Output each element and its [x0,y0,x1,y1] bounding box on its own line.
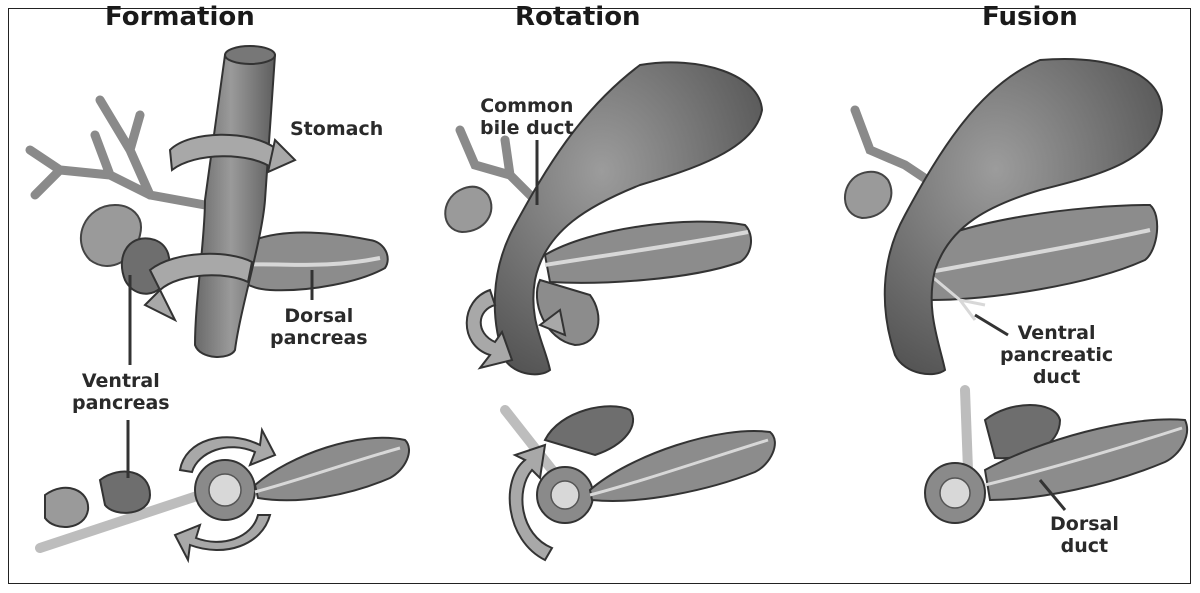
label-dorsal-duct-line2: duct [1050,535,1119,557]
left-bud-shape [45,488,88,527]
duodenum-lumen [209,474,241,506]
label-dorsal-pancreas: Dorsal pancreas [270,305,368,349]
formation-bottom-illustration [40,420,409,560]
rotation-band-arrow-bottom [145,290,175,320]
fusion-bottom-illustration [925,390,1187,523]
duodenum-lumen-rotation [551,481,579,509]
label-ventral-pancreas: Ventral pancreas [72,370,170,414]
panel-title-formation: Formation [105,0,255,34]
panel-title-rotation: Rotation [515,0,641,34]
rotation-arrow-bottom [175,515,270,560]
label-common-bile-duct-line2: bile duct [480,117,574,139]
label-common-bile-duct: Common bile duct [480,95,574,139]
label-stomach: Stomach [290,118,383,140]
label-ventral-pancreatic-duct-line2: pancreatic [1000,344,1113,366]
duct-stalk-fusion [965,390,968,470]
stomach-tube-shape [195,48,275,357]
ventral-pancreas-rotation [537,280,599,345]
label-ventral-pancreas-line2: pancreas [72,392,170,414]
label-ventral-pancreatic-duct-line3: duct [1000,366,1113,388]
rotation-band-arrow-top [268,140,295,172]
panel-title-fusion: Fusion [982,0,1078,34]
label-ventral-pancreatic-duct-line1: Ventral [1000,322,1113,344]
label-ventral-pancreatic-duct: Ventral pancreatic duct [1000,322,1113,388]
duodenum-lumen-fusion [940,478,970,508]
label-dorsal-duct-line1: Dorsal [1050,513,1119,535]
stomach-top-opening [225,46,275,64]
label-dorsal-pancreas-line2: pancreas [270,327,368,349]
dorsal-pancreas-rotation [545,222,751,283]
label-ventral-pancreas-line1: Ventral [72,370,170,392]
label-dorsal-pancreas-line1: Dorsal [270,305,368,327]
ventral-lobe-rotation [545,406,633,455]
label-dorsal-duct: Dorsal duct [1050,513,1119,557]
label-common-bile-duct-line1: Common [480,95,574,117]
rotation-bottom-illustration [505,406,775,560]
gallbladder-rotation [445,187,491,232]
ventral-bud-bottom-shape [100,472,150,513]
gallbladder-fusion [845,172,891,218]
